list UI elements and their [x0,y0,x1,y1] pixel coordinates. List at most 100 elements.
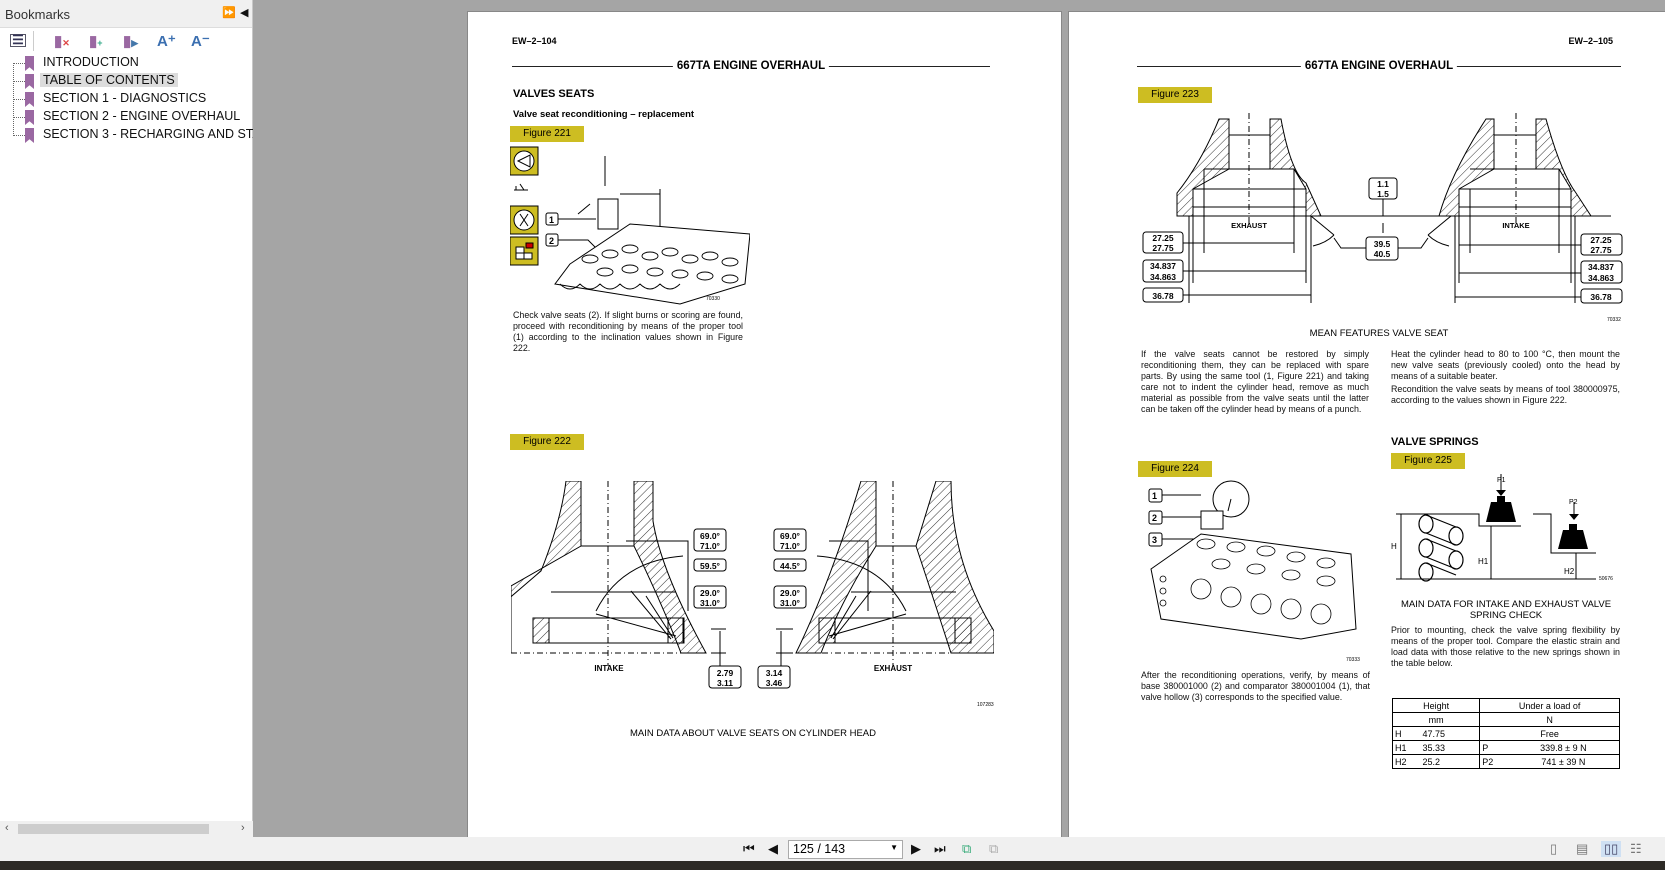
exhaust-seat-angle-min: 29.0° [780,588,801,598]
last-page-button[interactable]: ⏭ [934,841,946,856]
intake-label: INTAKE [1502,221,1529,230]
scroll-right-icon[interactable]: › [241,822,245,834]
depth-min: 1.1 [1377,179,1389,189]
single-page-view-icon[interactable]: ▯ [1550,841,1558,856]
paragraph-check-seats: Check valve seats (2). If slight burns o… [513,310,743,353]
header-title: 667TA ENGINE OVERHAUL [1300,60,1458,72]
figure-code: 107283 [977,702,994,708]
exhaust-d3: 36.78 [1152,291,1174,301]
exhaust-d1-min: 27.25 [1152,233,1174,243]
bookmark-icon [25,128,34,143]
first-page-button[interactable]: ⏮ [743,841,755,856]
exhaust-angle-max: 71.0° [780,541,801,551]
header-height: Height [1391,698,1481,713]
previous-view-icon[interactable]: ⧉ [962,841,972,856]
valve-springs-heading: VALVE SPRINGS [1391,436,1479,448]
exhaust-angle-mid: 44.5° [780,561,801,571]
exhaust-label: EXHAUST [1231,221,1267,230]
taskbar-strip [0,861,1665,870]
page-105: EW–2–105 667TA ENGINE OVERHAUL Figure 22… [1068,11,1665,837]
subheading: Valve seat reconditioning – replacement [513,109,695,120]
figure-223-tag: Figure 223 [1138,87,1212,103]
intake-depth-min: 2.79 [717,668,734,678]
continuous-view-icon[interactable]: ▤ [1576,841,1589,856]
intake-d3: 36.78 [1590,292,1612,302]
header-load: Under a load of [1479,698,1620,713]
intake-seat-angle-min: 29.0° [700,588,721,598]
paragraph-spring-check: Prior to mounting, check the valve sprin… [1391,625,1620,668]
figure-221: 1 2 70330 [510,146,750,305]
bookmark-introduction[interactable]: INTRODUCTION [0,54,253,72]
depth-max: 1.5 [1377,189,1389,199]
intake-angle-mid: 59.5° [700,561,721,571]
add-bookmark-icon[interactable]: ▮+ [89,33,103,50]
intake-depth-max: 3.11 [717,678,733,688]
bookmark-table-of-contents[interactable]: TABLE OF CONTENTS [0,72,253,90]
page-number: EW–2–105 [1568,36,1613,46]
document-viewer: EW–2–104 667TA ENGINE OVERHAUL VALVES SE… [253,0,1665,837]
exhaust-d2-max: 34.863 [1150,272,1176,282]
font-increase-icon[interactable]: A⁺ [157,33,176,50]
figure-223-caption: MEAN FEATURES VALVE SEAT [1309,328,1449,339]
exhaust-angle-min: 69.0° [780,531,801,541]
intake-d1-max: 27.75 [1590,245,1612,255]
scroll-left-icon[interactable]: ‹ [5,822,9,834]
label-p1: P1 [1497,477,1506,484]
paragraph-verify: After the reconditioning operations, ver… [1141,670,1370,702]
expand-all-icon[interactable]: ☰ [10,33,26,47]
intake-d1-min: 27.25 [1590,235,1612,245]
bookmark-section-2[interactable]: SECTION 2 - ENGINE OVERHAUL [0,108,253,126]
two-page-continuous-view-icon[interactable]: ☷ [1630,841,1642,856]
bookmark-section-3[interactable]: SECTION 3 - RECHARGING AND STARTING [0,126,253,144]
bookmarks-title: Bookmarks [5,7,71,22]
seat-symbol-icon [514,183,528,191]
font-decrease-icon[interactable]: A⁻ [191,33,210,50]
horizontal-scrollbar[interactable]: ‹ › [0,821,253,837]
unit-mm: mm [1391,712,1481,727]
figure-224: 123 70333 [1148,480,1360,663]
previous-page-button[interactable]: ◀ [768,841,778,856]
intake-angle-max: 71.0° [700,541,721,551]
bookmark-section-1[interactable]: SECTION 1 - DIAGNOSTICS [0,90,253,108]
navigation-toolbar: ⏮ ◀ 125 / 143▼ ▶ ⏭ ⧉ ⧉ ▯ ▤ ▯▯ ☷ [0,837,1665,861]
unit-n: N [1479,712,1620,727]
intake-d2-min: 34.837 [1588,262,1614,272]
collapse-panel-icon[interactable]: ◀ [240,7,249,19]
exhaust-depth-max: 3.46 [766,678,783,688]
label-h2: H2 [1564,567,1575,576]
page-number: EW–2–104 [512,36,557,46]
section-heading: VALVES SEATS [513,88,595,100]
bookmarks-panel: Bookmarks ⏩ ◀ ☰ ▮✕ ▮+ ▮▶ A⁺ A⁻ INTRODUCT… [0,0,253,837]
panel-options-icon[interactable]: ⏩ [222,7,236,19]
intake-seat-angle-max: 31.0° [700,598,721,608]
page-number-input[interactable]: 125 / 143▼ [788,840,903,859]
label-p2: P2 [1569,499,1578,506]
header-title: 667TA ENGINE OVERHAUL [672,60,830,72]
exhaust-d1-max: 27.75 [1152,243,1174,253]
bookmark-icon [25,74,34,89]
figure-code: 70333 [1346,657,1360,663]
figure-225-caption: MAIN DATA FOR INTAKE AND EXHAUST VALVE S… [1400,599,1612,621]
next-page-button[interactable]: ▶ [911,841,921,856]
label-h: H [1391,542,1397,551]
delete-bookmark-icon[interactable]: ▮✕ [54,33,70,50]
figure-code: 70332 [1607,317,1621,323]
chevron-down-icon[interactable]: ▼ [890,843,898,852]
next-view-icon[interactable]: ⧉ [989,841,999,856]
figure-code: 50676 [1599,576,1613,582]
paragraph-heat-head: Heat the cylinder head to 80 to 100 °C, … [1391,349,1620,381]
exhaust-d2-min: 34.837 [1150,261,1176,271]
label-h1: H1 [1478,557,1489,566]
callout-1-label: 1 [549,215,554,225]
bookmarks-header: Bookmarks ⏩ ◀ [0,0,252,28]
exhaust-label: EXHAUST [874,664,912,673]
bookmark-goto-icon[interactable]: ▮▶ [123,33,139,50]
two-page-view-icon[interactable]: ▯▯ [1601,841,1622,857]
scrollbar-thumb[interactable] [18,824,209,834]
